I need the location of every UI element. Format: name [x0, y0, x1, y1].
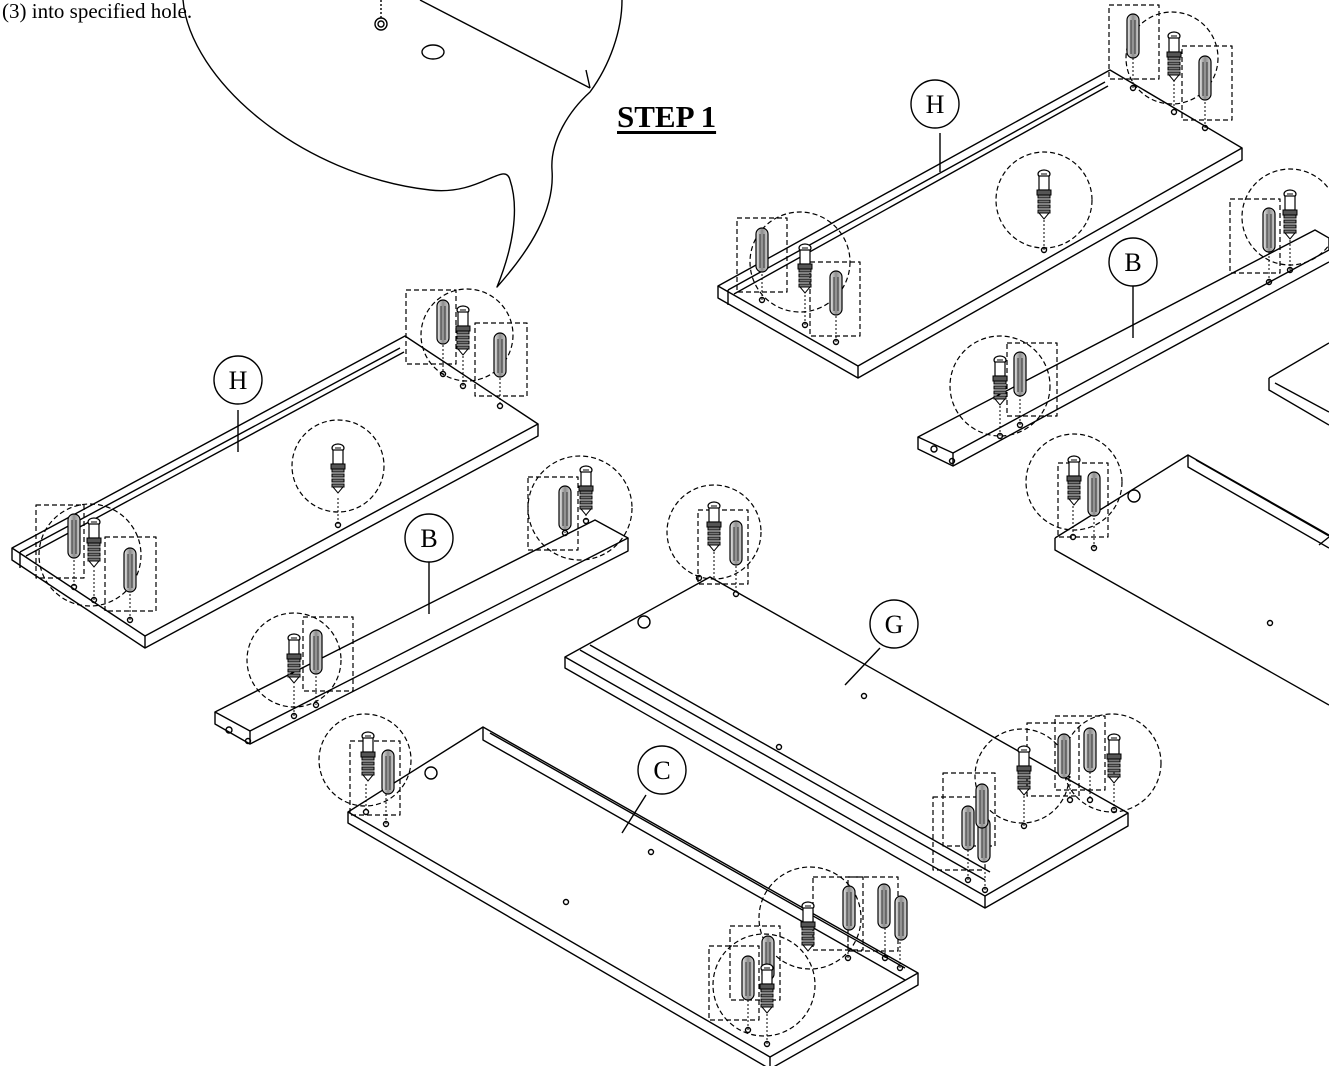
part-label-b-right: B: [1108, 237, 1158, 287]
part-letter: C: [653, 756, 670, 785]
step-title: STEP 1: [617, 99, 717, 134]
instruction-text: (3) into specified hole.: [2, 0, 193, 23]
part-label-g: G: [869, 599, 919, 649]
part-label-h-left: H: [213, 355, 263, 405]
insertion-lines: [73, 58, 1291, 1044]
panel-b-right: [917, 229, 1329, 467]
panel-b-left: [214, 517, 629, 745]
part-label-b-left: B: [404, 513, 454, 563]
panel-h-left: [11, 335, 539, 649]
detail-callout: [182, 0, 623, 288]
panel-g: [564, 574, 1129, 909]
part-label-c: C: [637, 745, 687, 795]
part-letter: B: [420, 524, 437, 553]
dowels: [67, 13, 1276, 1001]
panel-h-right: [717, 69, 1243, 379]
panel-c: [347, 726, 919, 1066]
hardware-circles: [38, 11, 1329, 1037]
part-letter: H: [926, 90, 945, 119]
cam-bolts: [86, 31, 1298, 1014]
part-letter: H: [229, 366, 248, 395]
part-letter: G: [885, 610, 904, 639]
part-letter: B: [1124, 248, 1141, 277]
part-label-h-right: H: [910, 79, 960, 129]
